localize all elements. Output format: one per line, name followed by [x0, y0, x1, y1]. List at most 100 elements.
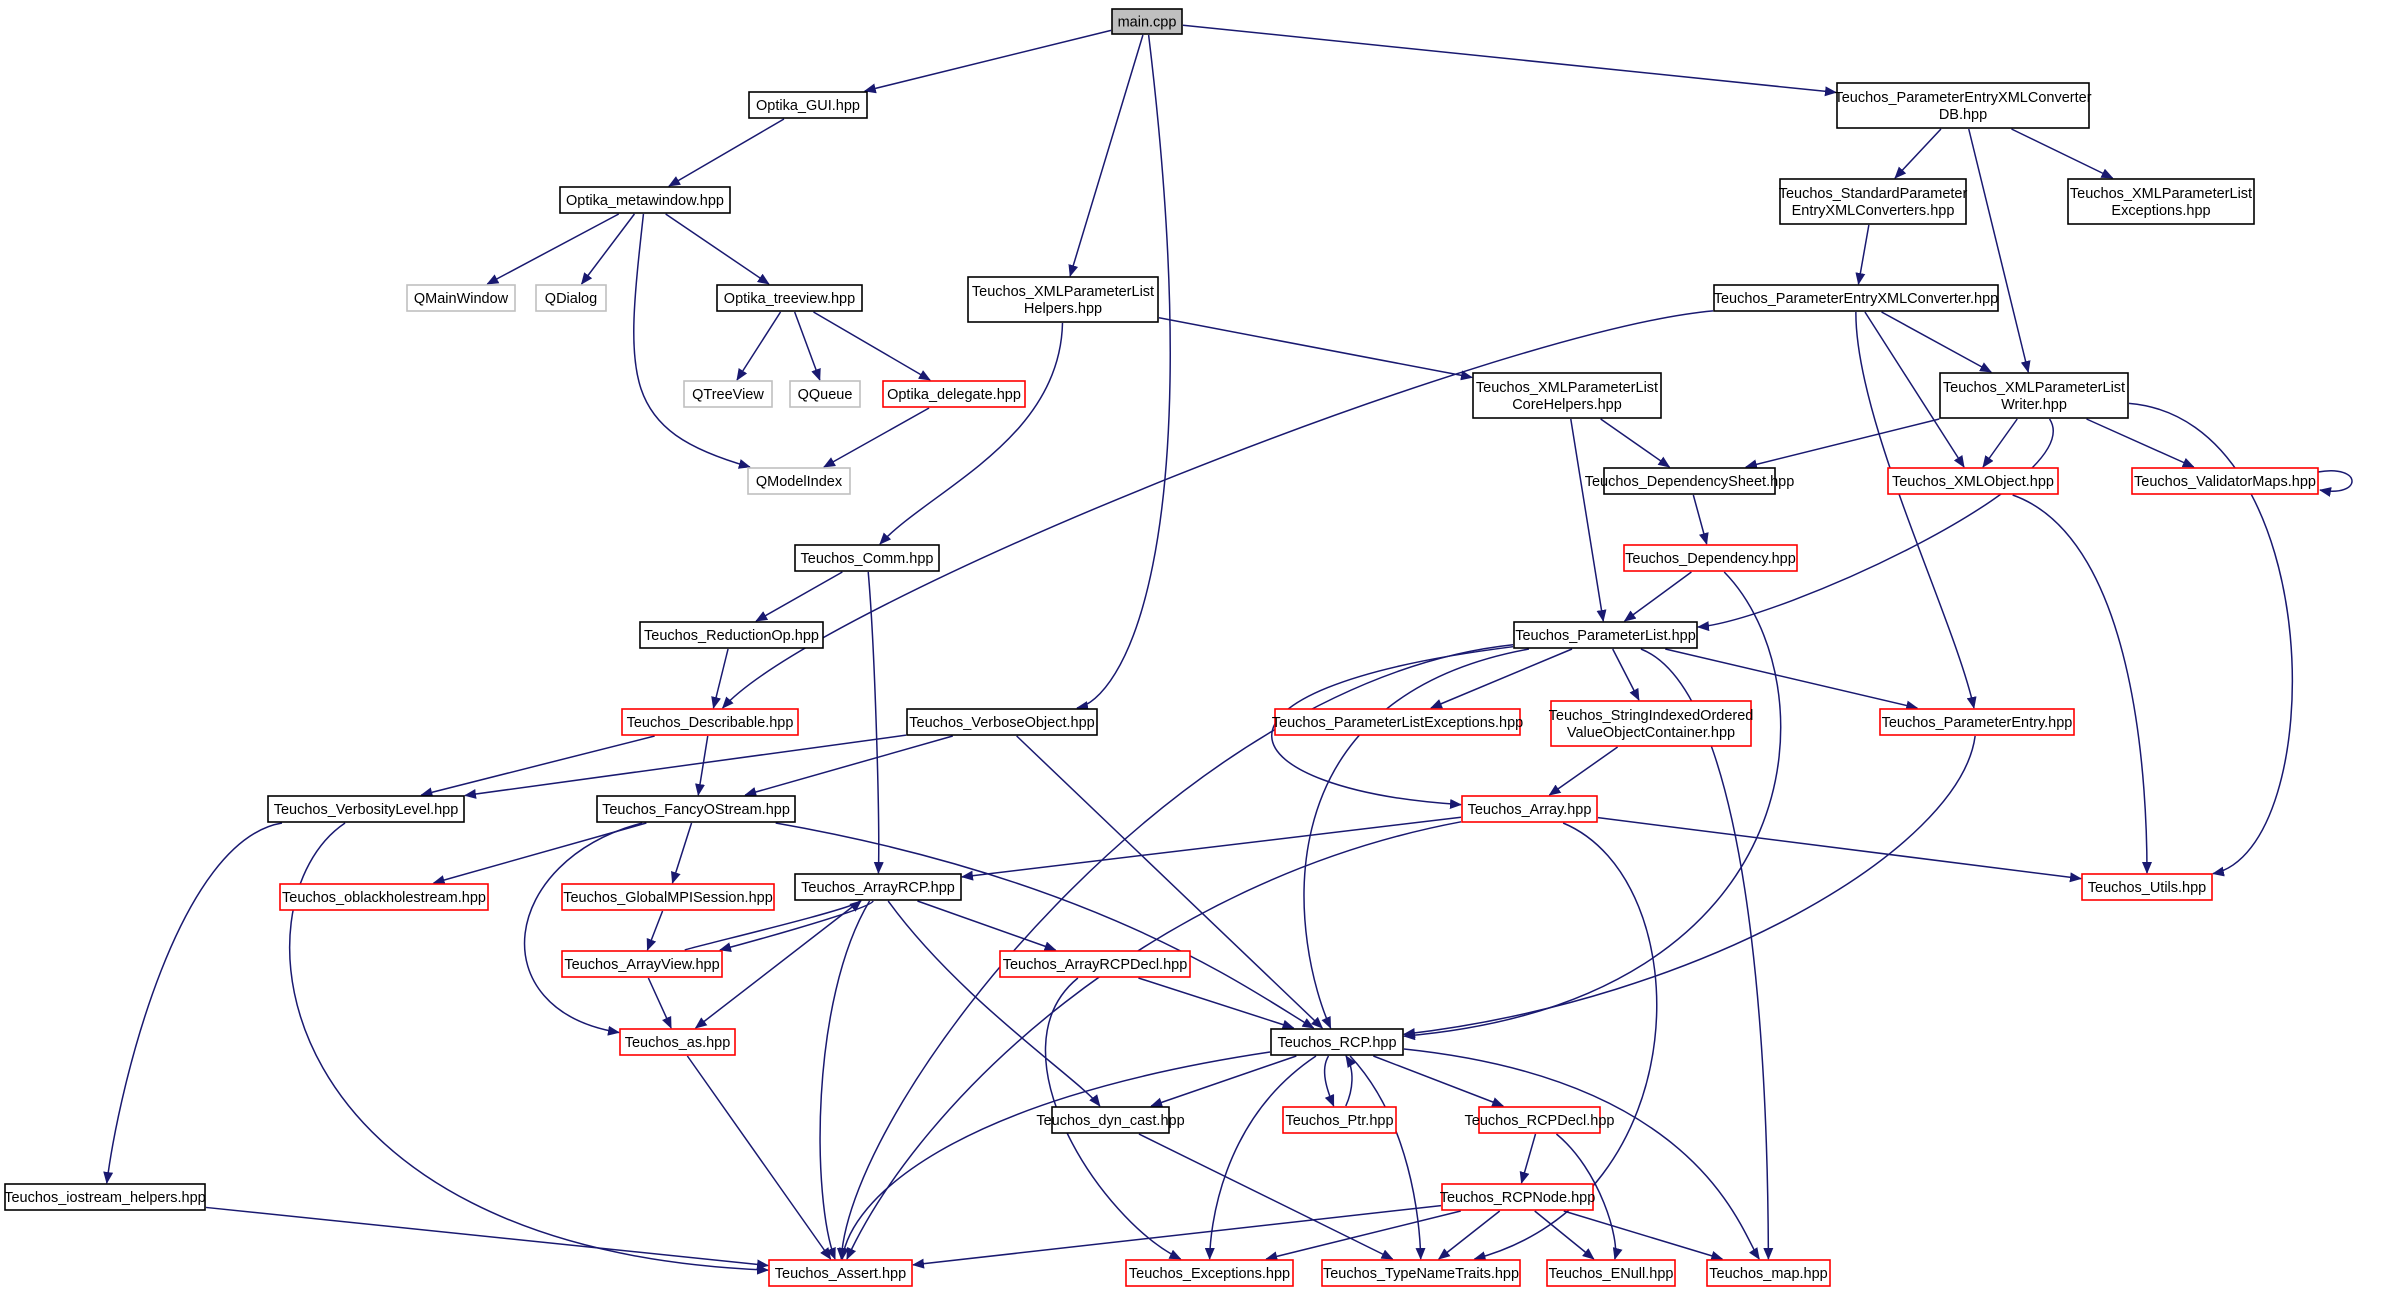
node-label: Teuchos_map.hpp: [1709, 1266, 1828, 1282]
node-optika_gui[interactable]: Optika_GUI.hpp: [748, 91, 868, 119]
node-qmainwindow[interactable]: QMainWindow: [406, 284, 516, 312]
edge-array_rcp-to-array_view: [719, 900, 874, 952]
node-validator_maps[interactable]: Teuchos_ValidatorMaps.hpp: [2131, 467, 2319, 495]
node-label: Teuchos_dyn_cast.hpp: [1036, 1113, 1184, 1129]
node-qqueue[interactable]: QQueue: [789, 380, 861, 408]
edge-fancy_ostream-to-global_mpi: [671, 822, 693, 884]
edge-pe_xml_conv-to-describable: [721, 310, 1714, 709]
edge-pe_xml_conv_db-to-std_param: [1894, 128, 1942, 179]
edge-xml_writer-to-param_list: [1697, 418, 2054, 632]
node-label: Teuchos_DependencySheet.hpp: [1585, 474, 1795, 490]
node-box: [1546, 1259, 1676, 1287]
node-label: Teuchos_ReductionOp.hpp: [644, 628, 819, 644]
edge-optika_meta-to-qmainwindow: [486, 213, 620, 285]
node-label: Teuchos_VerboseObject.hpp: [909, 715, 1094, 731]
node-label: Helpers.hpp: [1024, 301, 1102, 317]
edge-main-to-optika_gui: [863, 29, 1112, 94]
node-iostream_helpers[interactable]: Teuchos_iostream_helpers.hpp: [4, 1183, 206, 1211]
edge-xml_writer-to-utils: [2128, 402, 2294, 877]
node-label: QMainWindow: [414, 291, 509, 307]
node-label: Optika_metawindow.hpp: [566, 193, 724, 209]
node-qmodelindex[interactable]: QModelIndex: [747, 467, 851, 495]
node-box: [1779, 178, 1967, 225]
edge-optika_delegate-to-qmodelindex: [823, 407, 930, 468]
edge-rcp_node-to-type_name_traits: [1437, 1210, 1501, 1260]
node-array_rcp[interactable]: Teuchos_ArrayRCP.hpp: [794, 873, 962, 901]
edge-array_rcp_decl-to-rcp: [1138, 977, 1295, 1030]
node-xml_object[interactable]: Teuchos_XMLObject.hpp: [1887, 467, 2059, 495]
node-array_view[interactable]: Teuchos_ArrayView.hpp: [561, 950, 723, 978]
node-map[interactable]: Teuchos_map.hpp: [1706, 1259, 1831, 1287]
node-label: CoreHelpers.hpp: [1512, 397, 1622, 413]
node-std_param[interactable]: Teuchos_StandardParameterEntryXMLConvert…: [1779, 178, 1968, 225]
node-box: [1706, 1259, 1831, 1287]
node-dependency[interactable]: Teuchos_Dependency.hpp: [1623, 544, 1798, 572]
node-oblackhole[interactable]: Teuchos_oblackholestream.hpp: [279, 883, 489, 911]
node-rcp[interactable]: Teuchos_RCP.hpp: [1270, 1028, 1404, 1056]
edge-optika_tree-to-qqueue: [793, 311, 821, 381]
node-label: Teuchos_StringIndexedOrdered: [1549, 708, 1754, 724]
node-string_indexed[interactable]: Teuchos_StringIndexedOrderedValueObjectC…: [1549, 700, 1754, 747]
node-label: EntryXMLConverters.hpp: [1792, 203, 1955, 219]
edge-array-to-utils: [1597, 816, 2082, 883]
node-box: [596, 795, 796, 823]
node-box: [621, 708, 799, 736]
edge-optika_tree-to-qtreeview: [736, 311, 782, 381]
node-describable[interactable]: Teuchos_Describable.hpp: [621, 708, 799, 736]
edge-pe_xml_conv_db-to-xml_pl_exc: [2011, 128, 2114, 179]
node-qdialog[interactable]: QDialog: [535, 284, 607, 312]
node-label: Teuchos_oblackholestream.hpp: [282, 890, 486, 906]
node-assert[interactable]: Teuchos_Assert.hpp: [768, 1259, 913, 1287]
edge-xml_core-to-dep_sheet: [1600, 418, 1671, 468]
node-param_list[interactable]: Teuchos_ParameterList.hpp: [1513, 621, 1698, 649]
node-enull[interactable]: Teuchos_ENull.hpp: [1546, 1259, 1676, 1287]
node-optika_meta[interactable]: Optika_metawindow.hpp: [559, 186, 731, 214]
node-pl_exceptions[interactable]: Teuchos_ParameterListExceptions.hpp: [1272, 708, 1523, 736]
node-utils[interactable]: Teuchos_Utils.hpp: [2081, 873, 2213, 901]
node-fancy_ostream[interactable]: Teuchos_FancyOStream.hpp: [596, 795, 796, 823]
node-label: Teuchos_StandardParameter: [1779, 186, 1968, 202]
node-array[interactable]: Teuchos_Array.hpp: [1461, 795, 1598, 823]
node-verbosity_level[interactable]: Teuchos_VerbosityLevel.hpp: [267, 795, 465, 823]
node-label: Teuchos_Comm.hpp: [801, 551, 934, 567]
node-global_mpi[interactable]: Teuchos_GlobalMPISession.hpp: [561, 883, 775, 911]
node-main[interactable]: main.cpp: [1111, 8, 1183, 35]
node-dyn_cast[interactable]: Teuchos_dyn_cast.hpp: [1036, 1106, 1185, 1134]
node-rcp_node[interactable]: Teuchos_RCPNode.hpp: [1440, 1183, 1596, 1211]
node-box: [1051, 1106, 1170, 1134]
node-type_name_traits[interactable]: Teuchos_TypeNameTraits.hpp: [1321, 1259, 1521, 1287]
node-param_entry[interactable]: Teuchos_ParameterEntry.hpp: [1879, 708, 2075, 736]
node-comm[interactable]: Teuchos_Comm.hpp: [794, 544, 940, 572]
edge-param_list-to-pl_exceptions: [1430, 648, 1573, 709]
node-verbose_obj[interactable]: Teuchos_VerboseObject.hpp: [906, 708, 1098, 736]
node-rcp_decl[interactable]: Teuchos_RCPDecl.hpp: [1465, 1106, 1615, 1134]
node-exceptions[interactable]: Teuchos_Exceptions.hpp: [1125, 1259, 1294, 1287]
node-qtreeview[interactable]: QTreeView: [683, 380, 773, 408]
node-array_rcp_decl[interactable]: Teuchos_ArrayRCPDecl.hpp: [999, 950, 1191, 978]
node-reduction_op[interactable]: Teuchos_ReductionOp.hpp: [639, 621, 824, 649]
node-box: [406, 284, 516, 312]
edge-array_rcp-to-array_rcp_decl: [917, 900, 1057, 952]
node-box: [1321, 1259, 1521, 1287]
node-as[interactable]: Teuchos_as.hpp: [619, 1028, 736, 1056]
node-label: Teuchos_TypeNameTraits.hpp: [1323, 1266, 1519, 1282]
edge-xml_writer-to-xml_object: [1982, 418, 2018, 468]
edge-verbose_obj-to-verbosity_level: [464, 734, 907, 799]
node-pe_xml_conv[interactable]: Teuchos_ParameterEntryXMLConverter.hpp: [1713, 284, 1999, 312]
node-optika_tree[interactable]: Optika_treeview.hpp: [716, 284, 863, 312]
edge-xml_helpers-to-xml_core: [1158, 317, 1473, 381]
node-optika_delegate[interactable]: Optika_delegate.hpp: [882, 380, 1026, 408]
node-box: [1125, 1259, 1294, 1287]
edge-param_list-to-assert: [836, 644, 1514, 1260]
node-dep_sheet[interactable]: Teuchos_DependencySheet.hpp: [1585, 467, 1795, 495]
node-box: [1282, 1106, 1397, 1134]
node-ptr[interactable]: Teuchos_Ptr.hpp: [1282, 1106, 1397, 1134]
node-label: Teuchos_ArrayRCPDecl.hpp: [1003, 957, 1188, 973]
node-label: Optika_treeview.hpp: [724, 291, 855, 307]
edge-dependency-to-param_list: [1623, 571, 1692, 622]
